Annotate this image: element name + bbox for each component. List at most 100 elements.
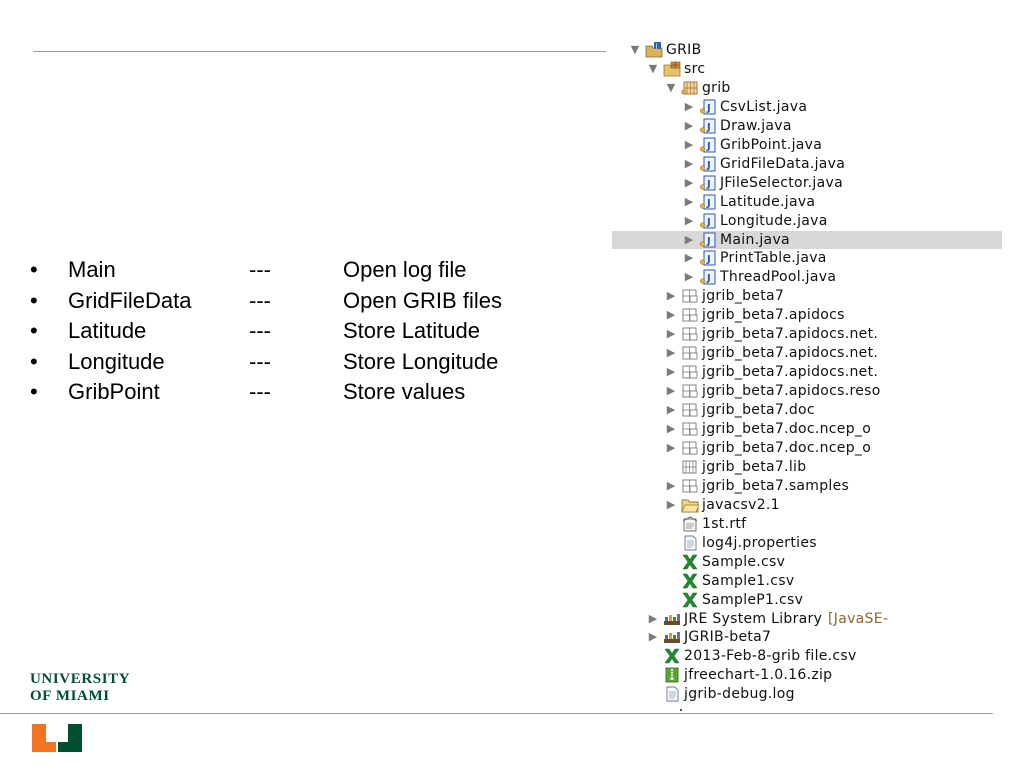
tree-item[interactable]: jgrib_beta7.lib [612,458,1002,476]
text-file-icon [684,535,697,551]
expanded-twisty-icon[interactable]: ▼ [648,61,658,75]
tree-item[interactable]: ▶ J Main.java [612,230,1002,249]
collapsed-twisty-icon[interactable]: ▶ [684,175,694,189]
package-folder-icon [682,308,698,322]
tree-item-label: JFileSelector.java [720,174,843,191]
tree-item-label: jgrib_beta7 [702,288,785,305]
library-icon [664,632,680,644]
stray-dot [680,709,682,711]
svg-text:J: J [655,43,658,50]
svg-text:J: J [706,236,711,247]
collapsed-twisty-icon[interactable]: ▶ [666,308,676,322]
tree-item-label: SampleP1.csv [702,591,804,608]
class-description: Store Latitude [343,318,480,343]
collapsed-twisty-icon[interactable]: ▶ [648,611,658,625]
tree-item[interactable]: 2013-Feb-8-grib file.csv [612,647,1002,665]
collapsed-twisty-icon[interactable]: ▶ [684,137,694,151]
package-folder-icon [682,441,698,455]
tree-item-label: jgrib_beta7.apidocs.net. [702,345,879,362]
tree-item[interactable]: ▶ jgrib_beta7.samples [612,477,1002,495]
tree-item[interactable]: ▶jgrib_beta7.apidocs.net. [612,325,1002,343]
java-project-icon: J [645,42,663,58]
collapsed-twisty-icon[interactable]: ▶ [648,630,658,644]
class-name: Latitude [68,318,147,343]
tree-item[interactable]: jgrib-debug.log [612,685,1002,703]
collapsed-twisty-icon[interactable]: ▶ [666,478,676,492]
collapsed-twisty-icon[interactable]: ▶ [684,99,694,113]
tree-item[interactable]: ▶JGRIB-beta7 [612,628,1002,646]
tree-item[interactable]: ▶ jgrib_beta7.apidocs.reso [612,382,1002,400]
header-divider [33,51,606,52]
tree-item[interactable]: Sample1.csv [612,572,1002,590]
tree-item[interactable]: ▶JRE System Library[JavaSE- [612,610,1002,628]
collapsed-twisty-icon[interactable]: ▶ [684,232,694,246]
tree-item-label: Main.java [720,231,790,248]
collapsed-twisty-icon[interactable]: ▶ [666,327,676,341]
collapsed-twisty-icon[interactable]: ▶ [684,270,694,284]
java-file-icon: J [699,137,716,153]
collapsed-twisty-icon[interactable]: ▶ [666,365,676,379]
java-file-icon: J [699,194,716,210]
tree-item-label: CsvList.java [720,98,808,115]
collapsed-twisty-icon[interactable]: ▶ [666,497,676,511]
separator: --- [249,379,271,404]
tree-item[interactable]: ▶javacsv2.1 [612,496,1002,514]
tree-item[interactable]: Sample.csv [612,553,1002,571]
tree-item[interactable]: ▼grib [612,79,1002,97]
collapsed-twisty-icon[interactable]: ▶ [684,213,694,227]
collapsed-twisty-icon[interactable]: ▶ [684,194,694,208]
tree-item-label: jgrib_beta7.doc [702,402,815,419]
tree-item-label: jgrib_beta7.samples [702,477,850,494]
zip-file-icon [665,667,679,683]
tree-item[interactable]: ▶jgrib_beta7.apidocs.net. [612,363,1002,381]
collapsed-twisty-icon[interactable]: ▶ [666,346,676,360]
tree-item-label: log4j.properties [702,534,817,551]
logo-line-2: OF MIAMI [30,688,110,704]
tree-item[interactable]: ▶ jgrib_beta7 [612,287,1002,305]
tree-item[interactable]: ▶jgrib_beta7.apidocs [612,306,1002,324]
tree-item[interactable]: jfreechart-1.0.16.zip [612,666,1002,684]
tree-item[interactable]: SampleP1.csv [612,591,1002,609]
collapsed-twisty-icon[interactable]: ▶ [684,156,694,170]
tree-item[interactable]: ▼ src [612,60,1002,78]
expanded-twisty-icon[interactable]: ▼ [630,43,640,56]
package-folder-icon [682,365,698,379]
rtf-file-icon [682,516,698,532]
separator: --- [249,348,271,374]
tree-item-label: src [684,60,706,77]
tree-item-label: jgrib-debug.log [684,686,795,703]
tree-item-label: Longitude.java [720,212,828,229]
tree-item-label: GribPoint.java [720,136,823,153]
class-description: Store Longitude [343,348,499,374]
tree-item[interactable]: 1st.rtf [612,515,1002,533]
collapsed-twisty-icon[interactable]: ▶ [666,403,676,417]
tree-item-label: 1st.rtf [702,515,747,532]
tree-item[interactable]: ▶jgrib_beta7.doc.ncep_o [612,439,1002,457]
package-folder-icon [682,479,698,493]
library-icon [664,613,680,625]
collapsed-twisty-icon[interactable]: ▶ [666,440,676,454]
tree-item[interactable]: ▶ jgrib_beta7.apidocs.net. [612,344,1002,362]
tree-item[interactable]: ▶ jgrib_beta7.doc [612,401,1002,419]
tree-item[interactable]: ▶jgrib_beta7.doc.ncep_o [612,420,1002,438]
collapsed-twisty-icon[interactable]: ▶ [666,422,676,435]
tree-item[interactable]: log4j.properties [612,534,1002,552]
tree-item-label: jgrib_beta7.apidocs.reso [702,383,881,400]
expanded-twisty-icon[interactable]: ▼ [666,80,676,94]
collapsed-twisty-icon[interactable]: ▶ [684,118,694,132]
collapsed-twisty-icon[interactable]: ▶ [684,251,694,265]
package-folder-icon [682,346,698,360]
collapsed-twisty-icon[interactable]: ▶ [666,384,676,398]
collapsed-twisty-icon[interactable]: ▶ [666,289,676,303]
